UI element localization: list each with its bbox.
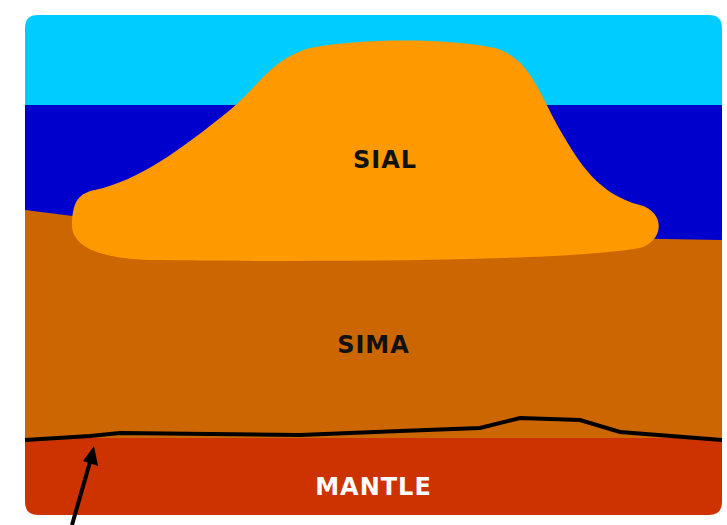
sial-layer: SIAL	[70, 38, 660, 266]
sial-shape	[72, 41, 659, 261]
sima-layer: SIMA	[25, 270, 722, 420]
mantle-layer: MANTLE	[25, 450, 722, 515]
layer-label: SIMA	[337, 331, 410, 359]
layer-label: SIAL	[353, 146, 417, 174]
mantle-band	[25, 438, 722, 515]
layer-label: MANTLE	[315, 473, 432, 501]
pointer-arrow-head	[83, 446, 98, 466]
moho-boundary-line	[25, 418, 722, 440]
pointer-arrow-shaft	[72, 462, 90, 525]
